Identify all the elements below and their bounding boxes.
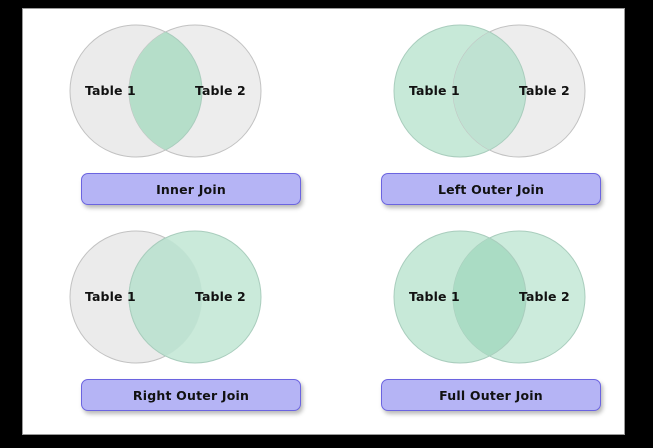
venn-graphic: Table 1 Table 2: [371, 227, 608, 367]
right-outer-join-button[interactable]: Right Outer Join: [81, 379, 301, 411]
left-circle-label: Table 1: [85, 289, 136, 304]
venn-graphic: Table 1 Table 2: [47, 21, 284, 161]
right-circle-label: Table 2: [519, 83, 570, 98]
right-circle-label: Table 2: [195, 289, 246, 304]
intersection-shape: [128, 231, 202, 363]
intersection-shape: [453, 231, 527, 363]
left-circle-label: Table 1: [409, 289, 460, 304]
intersection-shape: [453, 25, 527, 157]
right-circle-label: Table 2: [519, 289, 570, 304]
left-outer-join-button[interactable]: Left Outer Join: [381, 173, 601, 205]
intersection-shape: [129, 25, 203, 157]
full-outer-join-button[interactable]: Full Outer Join: [381, 379, 601, 411]
venn-graphic: Table 1 Table 2: [47, 227, 284, 367]
right-circle-label: Table 2: [195, 83, 246, 98]
left-circle-label: Table 1: [409, 83, 460, 98]
inner-join-button[interactable]: Inner Join: [81, 173, 301, 205]
venn-graphic: Table 1 Table 2: [371, 21, 608, 161]
left-circle-label: Table 1: [85, 83, 136, 98]
diagram-canvas: Table 1 Table 2 Inner Join Table 1 Table…: [22, 8, 625, 435]
